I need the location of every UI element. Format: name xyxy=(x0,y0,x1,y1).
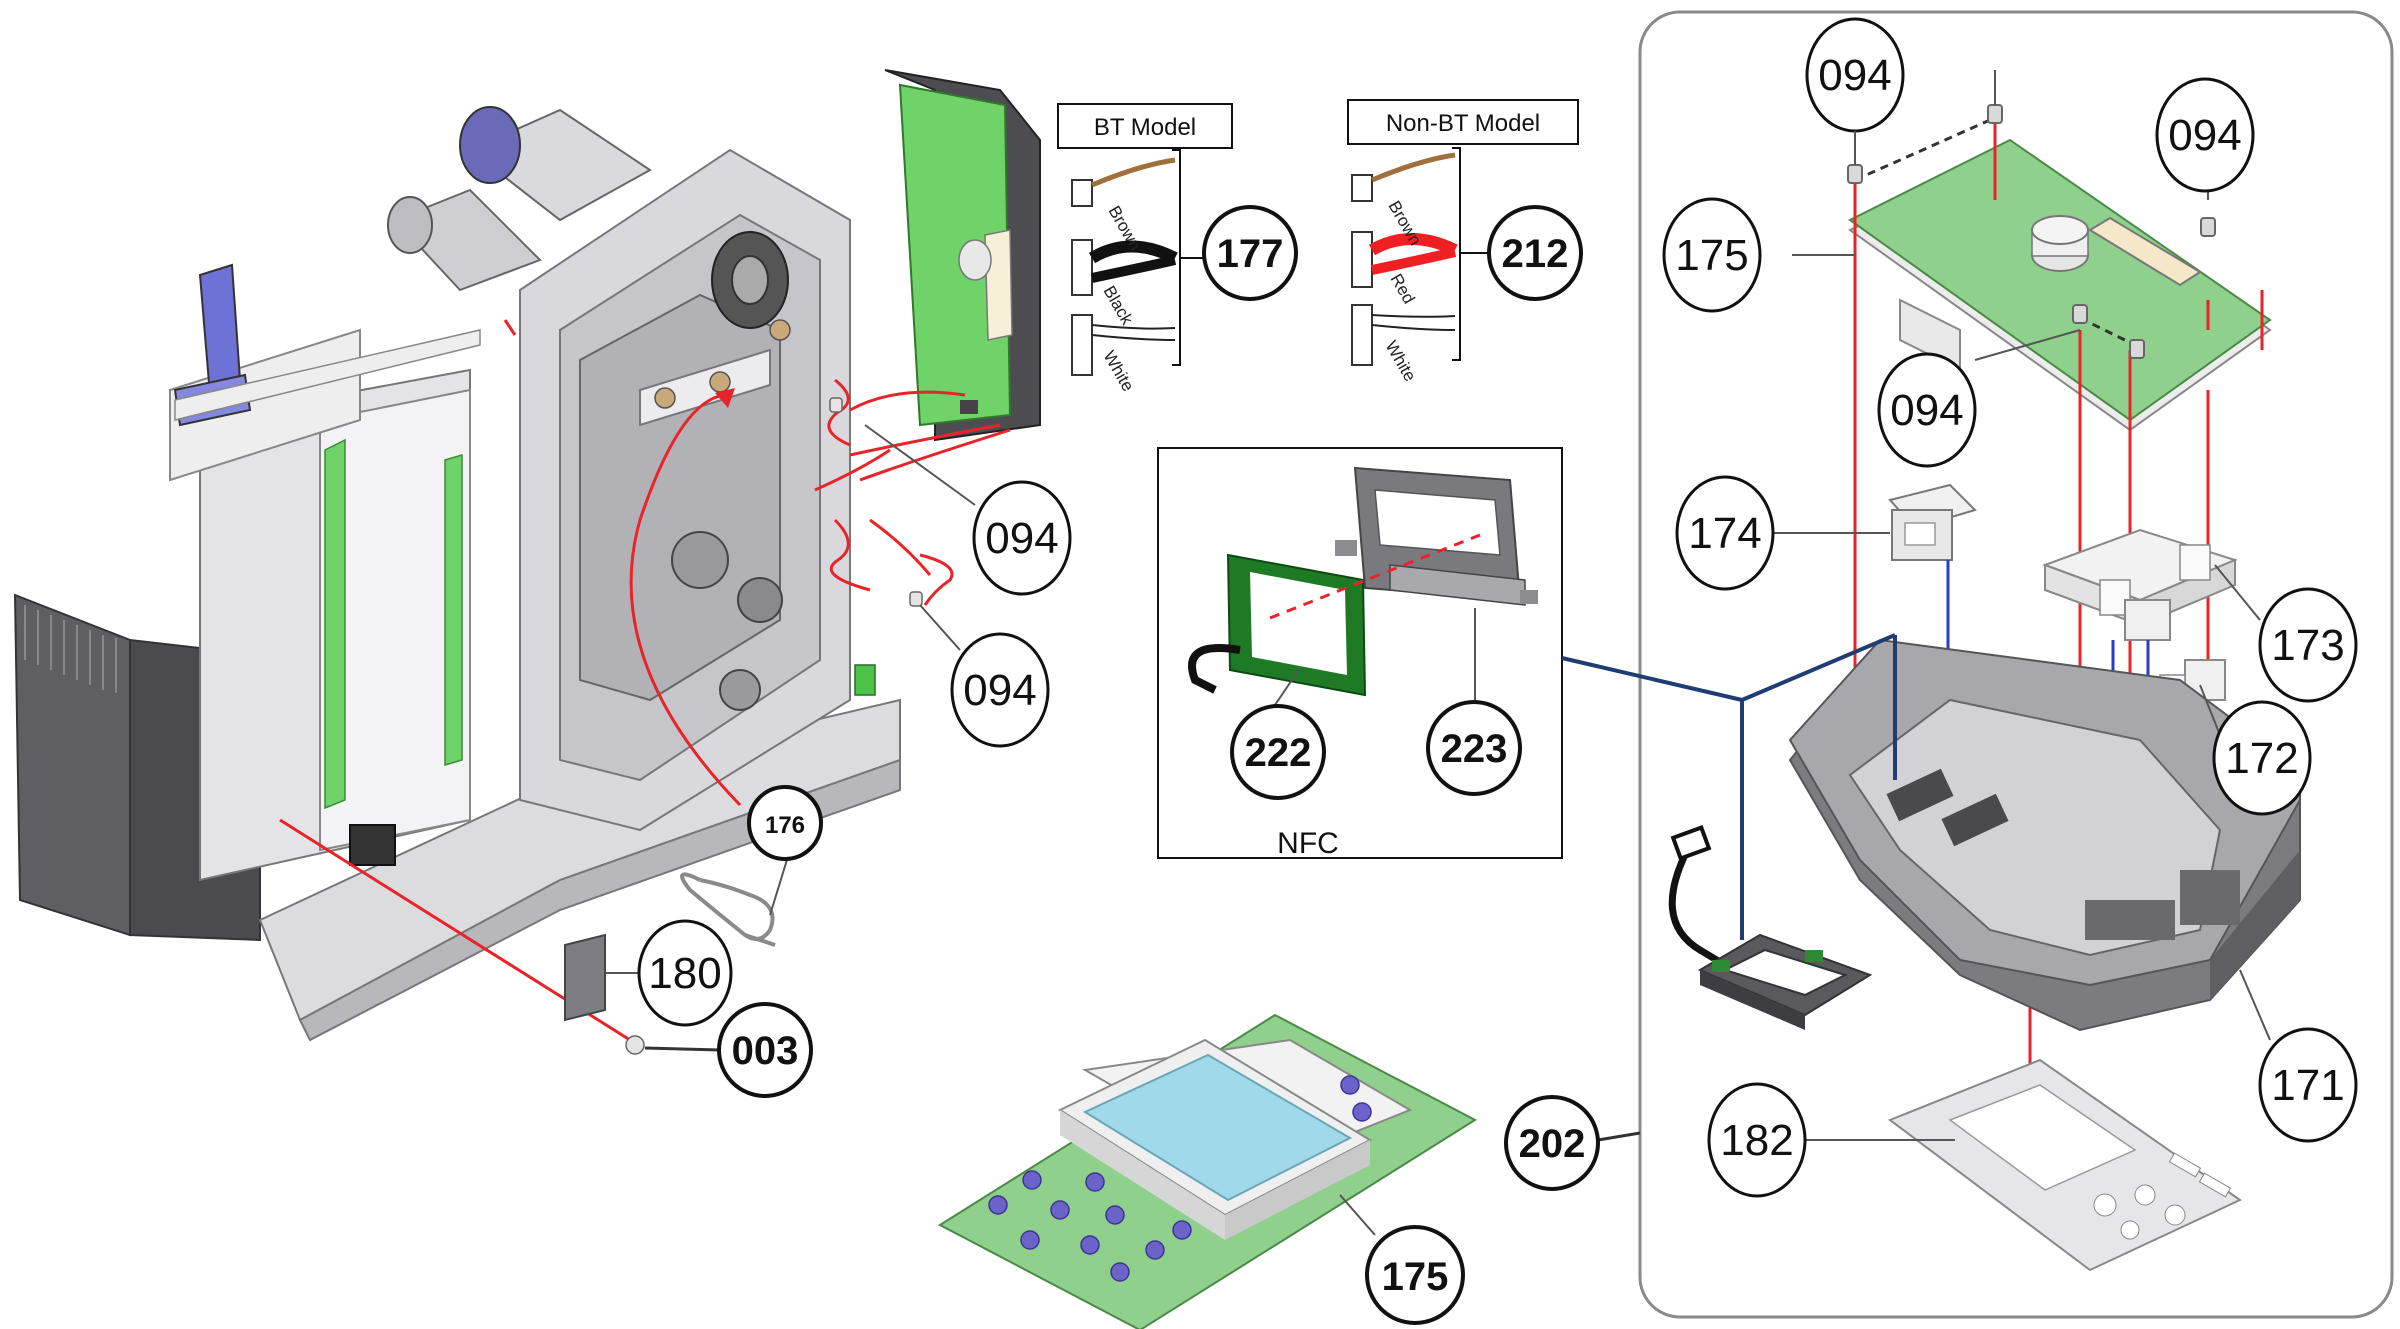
printer-chassis xyxy=(13,106,901,1042)
side-board-panel xyxy=(884,69,1041,442)
nfc-label: NFC xyxy=(1277,827,1339,860)
callout-177: 177 xyxy=(1202,205,1298,301)
callout-label: 182 xyxy=(1720,1116,1793,1165)
callout-212: 212 xyxy=(1487,205,1583,301)
callout-180: 180 xyxy=(637,919,733,1027)
callout-175-bottom: 175 xyxy=(1365,1225,1465,1325)
lcd-board-175 xyxy=(937,1013,1478,1329)
nfc-holder-223 xyxy=(1335,466,1538,606)
callout-label: 176 xyxy=(765,812,805,839)
callout-label: 222 xyxy=(1245,731,1312,775)
callout-094-a: 094 xyxy=(1805,17,1905,133)
callout-label: 174 xyxy=(1688,509,1761,558)
callout-label: 094 xyxy=(1890,386,1963,435)
callout-172: 172 xyxy=(2212,700,2312,816)
callout-222: 222 xyxy=(1230,704,1326,800)
callout-label: 223 xyxy=(1441,727,1508,771)
callout-label: 003 xyxy=(732,1029,799,1073)
callout-label: 094 xyxy=(2168,111,2241,160)
case-171 xyxy=(1788,638,2301,1032)
callout-094-d: 094 xyxy=(972,480,1072,596)
callout-label: 175 xyxy=(1382,1255,1449,1299)
non-bt-wires xyxy=(1351,152,1458,366)
callout-175-top: 175 xyxy=(1662,197,1762,313)
callout-label: 212 xyxy=(1502,232,1569,276)
callout-171: 171 xyxy=(2258,1027,2358,1143)
navy-connector xyxy=(1561,633,1896,703)
small-screws-left xyxy=(625,397,923,1055)
callout-094-e: 094 xyxy=(950,632,1050,748)
bt-wires xyxy=(1071,157,1178,376)
pcb-175-top xyxy=(1848,138,2272,432)
part-180-sheet xyxy=(564,933,606,1022)
screw-icons xyxy=(1847,104,2216,359)
callout-label: 094 xyxy=(1818,51,1891,100)
callout-176: 176 xyxy=(747,785,823,861)
callout-label: 177 xyxy=(1217,232,1284,276)
callout-094-c: 094 xyxy=(1877,352,1977,468)
callout-label: 172 xyxy=(2225,734,2298,783)
wire-red-nonbt: Red xyxy=(1387,271,1419,308)
callout-label: 171 xyxy=(2271,1061,2344,1110)
bt-model-label: BT Model xyxy=(1094,114,1196,141)
wire-white-bt: White xyxy=(1100,348,1138,395)
nfc-assembly-202 xyxy=(1668,824,1873,1030)
callout-label: 180 xyxy=(648,949,721,998)
callout-label: 173 xyxy=(2271,621,2344,670)
callout-094-b: 094 xyxy=(2155,77,2255,193)
leader-lines-right xyxy=(1772,70,2271,1141)
callout-202: 202 xyxy=(1504,1095,1600,1191)
sheet-182 xyxy=(1887,1058,2242,1272)
bt-model-box xyxy=(1057,103,1233,149)
callout-label: 094 xyxy=(963,666,1036,715)
callout-182: 182 xyxy=(1707,1082,1807,1198)
non-bt-model-label: Non-BT Model xyxy=(1386,110,1540,137)
wire-white-nonbt: White xyxy=(1382,338,1420,385)
wire-black-bt: Black xyxy=(1100,283,1137,329)
callout-003: 003 xyxy=(717,1002,813,1098)
part-176-clip xyxy=(680,872,776,947)
switch-174 xyxy=(1888,483,1977,561)
non-bt-model-box xyxy=(1347,99,1579,145)
callout-label: 202 xyxy=(1519,1122,1586,1166)
callout-label: 094 xyxy=(985,514,1058,563)
purple-buttons xyxy=(988,1075,1372,1282)
callout-173: 173 xyxy=(2258,587,2358,703)
callout-223: 223 xyxy=(1426,700,1522,796)
callout-label: 175 xyxy=(1675,231,1748,280)
callout-174: 174 xyxy=(1675,475,1775,591)
